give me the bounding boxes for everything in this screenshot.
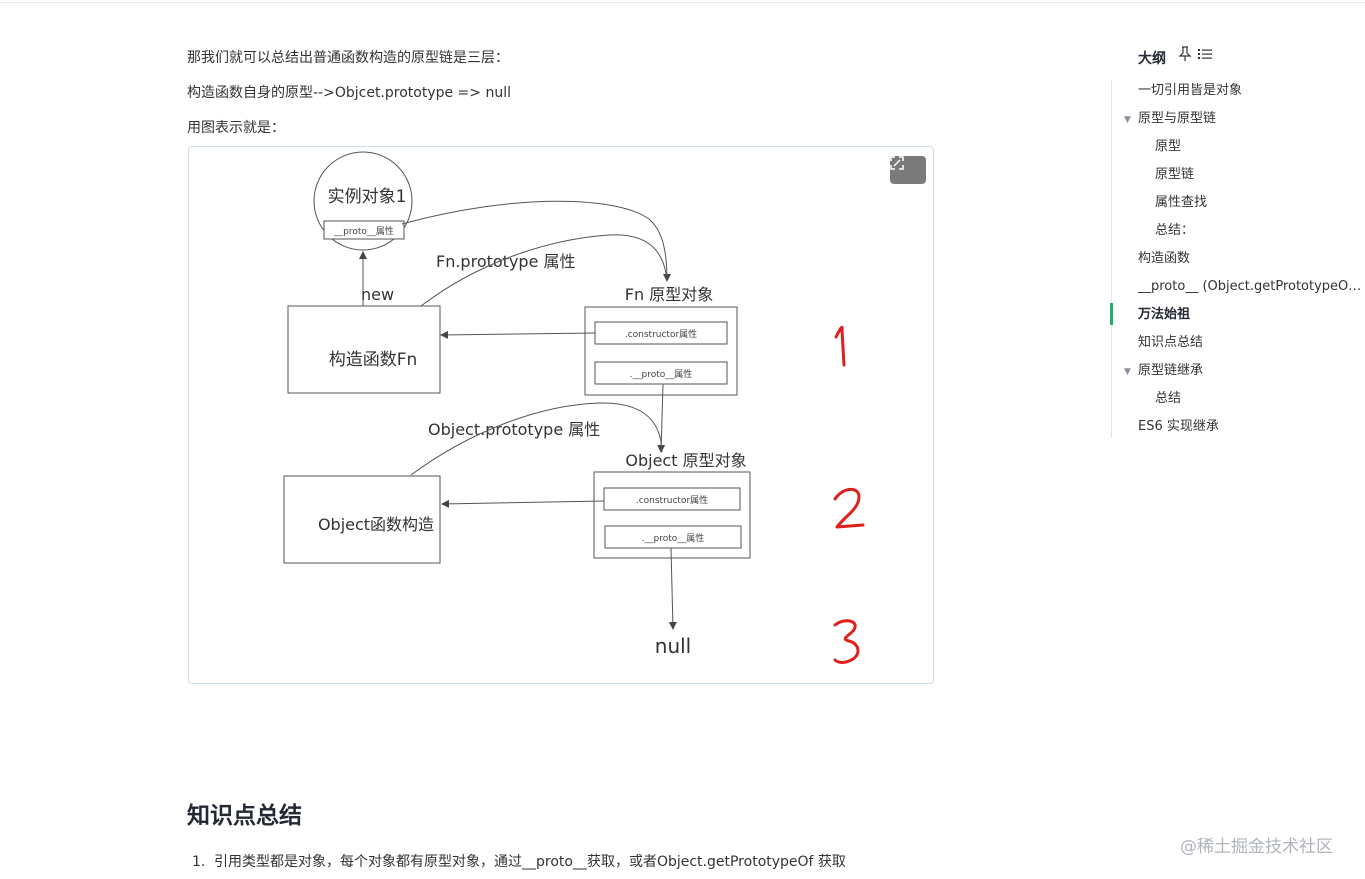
paragraph-2: 构造函数自身的原型-->Objcet.prototype => null — [187, 85, 511, 101]
annotation-3 — [833, 619, 860, 665]
section-heading: 知识点总结 — [187, 803, 302, 829]
prototype-chain-diagram: 实例对象1 __proto__属性 构造函数Fn new Fn.prototyp… — [188, 146, 934, 684]
object-proto-attr-box — [604, 525, 742, 549]
fn-proto-attr-box — [594, 361, 728, 385]
object-constructor-label: .constructor属性 — [636, 494, 708, 506]
list-item-text: 引用类型都是对象，每个对象都有原型对象，通过__proto__获取，或者Obje… — [214, 854, 846, 870]
instance-to-fnproto-curve — [401, 200, 671, 282]
ctor-fn-box — [287, 305, 441, 394]
outline-item-active[interactable]: 万法始祖 — [1120, 304, 1365, 332]
fn-to-object-proto-arrow — [657, 383, 666, 453]
annotation-2 — [833, 487, 865, 529]
fn-proto-obj-label: Fn 原型对象 — [625, 285, 713, 304]
outline-item[interactable]: ES6 实现继承 — [1120, 416, 1365, 444]
outline-item-label: 构造函数 — [1138, 251, 1191, 266]
fn-to-fnproto-curve — [420, 234, 668, 307]
outline-item-label: 总结 — [1155, 391, 1182, 406]
outline-item[interactable]: ▼ 原型与原型链 — [1120, 108, 1365, 136]
diagram-canvas: 实例对象1 __proto__属性 构造函数Fn new Fn.prototyp… — [283, 151, 865, 665]
caret-down-icon[interactable]: ▼ — [1124, 115, 1131, 125]
outline-item-label: ES6 实现继承 — [1138, 419, 1219, 434]
object-constructor-box — [603, 487, 741, 511]
object-ctor-box — [283, 475, 441, 564]
annotation-1 — [834, 325, 846, 367]
watermark: @稀土掘金技术社区 — [1180, 837, 1333, 857]
outline-item-label: 万法始祖 — [1138, 307, 1191, 322]
outline-toolbar — [1178, 46, 1212, 62]
list-item-number: 1. — [192, 854, 206, 870]
object-ctor-label: Object函数构造 — [318, 515, 434, 534]
outline-item[interactable]: 属性查找 — [1120, 192, 1365, 220]
outline-item-label: 原型 — [1155, 139, 1182, 154]
outline-item[interactable]: 知识点总结 — [1120, 332, 1365, 360]
outline-item-label: 原型与原型链 — [1138, 111, 1217, 126]
outline-item[interactable]: __proto__ (Object.getPrototypeOf())... — [1120, 276, 1365, 304]
fn-proto-attr-label: .__proto__属性 — [630, 368, 693, 380]
outline-item-label: 总结： — [1155, 223, 1195, 238]
outline-item[interactable]: 一切引用皆是对象 — [1120, 80, 1365, 108]
pin-icon[interactable] — [1178, 46, 1192, 62]
layer-annotations — [833, 325, 865, 665]
outline-item[interactable]: 总结 — [1120, 388, 1365, 416]
object-to-objproto-curve — [410, 402, 663, 476]
new-label: new — [361, 285, 394, 304]
outline-item[interactable]: 原型链 — [1120, 164, 1365, 192]
object-constructor-arrow — [441, 499, 605, 508]
outline-item[interactable]: 总结： — [1120, 220, 1365, 248]
instance-label: 实例对象1 — [328, 187, 407, 207]
ctor-fn-label: 构造函数Fn — [329, 350, 418, 370]
instance-proto-label: __proto__属性 — [333, 225, 394, 237]
outline-list: 一切引用皆是对象 ▼ 原型与原型链 原型 原型链 属性查找 总结： 构造函数 __… — [1120, 80, 1365, 444]
caret-down-icon[interactable]: ▼ — [1124, 367, 1131, 377]
null-label: null — [655, 634, 691, 658]
object-prototype-label: Object.prototype 属性 — [428, 420, 600, 439]
expand-icon — [890, 156, 904, 170]
instance-proto-box — [323, 220, 405, 240]
outline-item[interactable]: ▼ 原型链继承 — [1120, 360, 1365, 388]
outline-item-label: 属性查找 — [1155, 195, 1208, 210]
top-divider — [0, 2, 1365, 3]
fn-constructor-arrow — [440, 330, 596, 339]
list-icon[interactable] — [1198, 47, 1212, 61]
outline-title: 大纲 — [1138, 51, 1166, 67]
fn-prototype-label: Fn.prototype 属性 — [436, 252, 576, 271]
outline-item[interactable]: 原型 — [1120, 136, 1365, 164]
instance-circle — [313, 151, 413, 251]
paragraph-3: 用图表示就是： — [187, 120, 285, 136]
outline-item-label: 一切引用皆是对象 — [1138, 83, 1243, 98]
outline-item-label: 原型链 — [1155, 167, 1195, 182]
outline-active-indicator — [1110, 303, 1113, 325]
outline-item-label: __proto__ (Object.getPrototypeOf())... — [1138, 279, 1365, 294]
paragraph-1: 那我们就可以总结出普通函数构造的原型链是三层： — [187, 50, 509, 66]
outline-item-label: 知识点总结 — [1138, 335, 1204, 350]
expand-image-button[interactable] — [890, 156, 926, 184]
fn-constructor-label: .constructor属性 — [625, 328, 697, 340]
object-to-null-arrow — [668, 547, 677, 630]
list-item: 1. 引用类型都是对象，每个对象都有原型对象，通过__proto__获取，或者Ob… — [192, 851, 846, 871]
object-proto-obj-label: Object 原型对象 — [625, 451, 746, 470]
object-proto-attr-label: .__proto__属性 — [642, 532, 705, 544]
outline-item-label: 原型链继承 — [1138, 363, 1204, 378]
outline-item[interactable]: 构造函数 — [1120, 248, 1365, 276]
outline-rail — [1111, 80, 1112, 438]
